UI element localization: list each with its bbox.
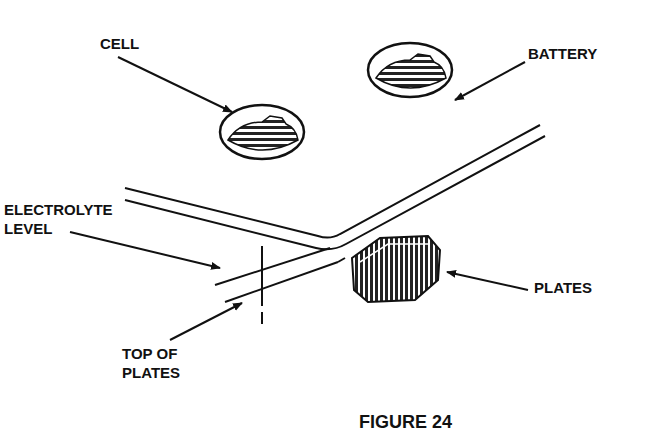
part-label: CELL [100, 34, 139, 53]
part-label: BATTERY [528, 44, 597, 63]
leader-line [70, 57, 528, 340]
battery-case [125, 125, 545, 330]
plates [352, 236, 440, 302]
part-label: ELECTROLYTE LEVEL [4, 200, 114, 238]
part-label: PLATES [534, 278, 592, 297]
figure-caption: FIGURE 24 [359, 413, 452, 432]
cell-opening [368, 43, 452, 97]
cell-opening [220, 105, 304, 159]
part-label: TOP OF PLATES [122, 344, 212, 382]
